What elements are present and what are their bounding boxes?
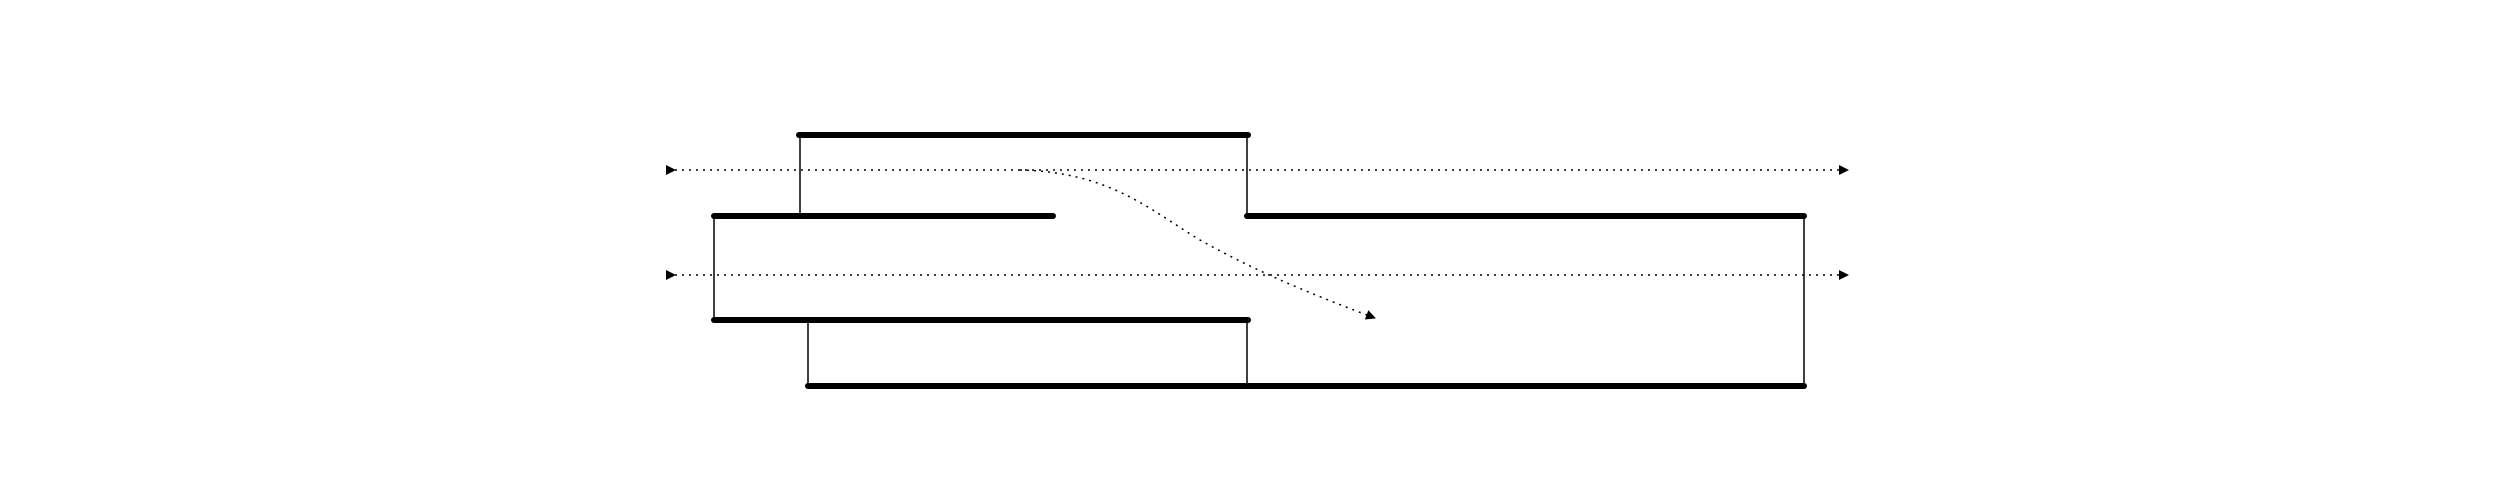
bars-group — [711, 132, 1807, 389]
arrows-group — [666, 165, 1849, 320]
merge-arrow — [1019, 169, 1376, 320]
connectors-group — [713, 135, 1805, 386]
